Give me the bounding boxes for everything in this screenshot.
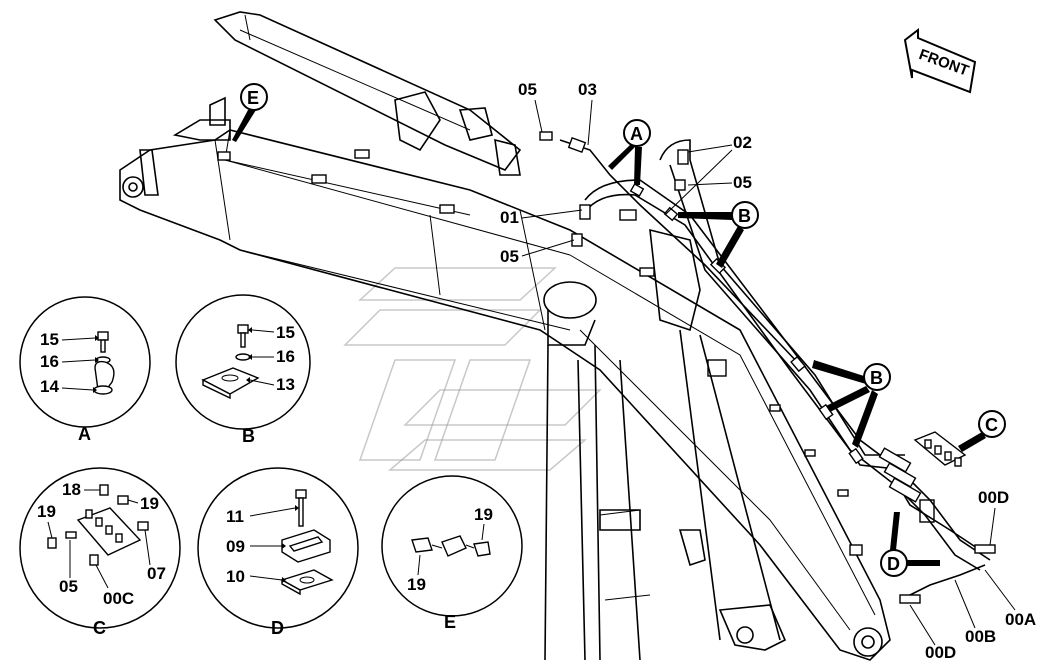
callout-e-main: E — [232, 83, 268, 142]
svg-text:E: E — [247, 88, 259, 108]
svg-text:10: 10 — [226, 567, 245, 586]
detail-a: 15 16 14 A — [19, 296, 151, 444]
detail-d-title: D — [271, 618, 284, 638]
label-00d-bottom: 00D — [925, 643, 956, 662]
detail-d: 11 09 10 D — [197, 467, 359, 638]
watermark-logo — [343, 267, 602, 471]
svg-text:19: 19 — [407, 575, 426, 594]
clamp-block-c — [913, 431, 967, 467]
detail-b: 15 16 13 B — [175, 294, 311, 446]
detail-c: 18 19 19 05 00C 07 C — [19, 467, 181, 638]
callout-b-main-2: B — [812, 360, 891, 448]
svg-text:18: 18 — [62, 480, 81, 499]
detail-e: 19 19 E — [381, 475, 523, 632]
svg-text:A: A — [630, 124, 643, 144]
callout-c-main: C — [958, 410, 1006, 452]
label-05a: 05 — [518, 80, 537, 99]
hydraulic-piping — [539, 131, 996, 604]
front-direction-arrow: FRONT — [903, 27, 977, 94]
svg-text:19: 19 — [140, 494, 159, 513]
svg-text:C: C — [985, 415, 998, 435]
label-00b: 00B — [965, 627, 996, 646]
label-00d-top: 00D — [978, 488, 1009, 507]
label-03: 03 — [578, 80, 597, 99]
svg-text:D: D — [887, 554, 900, 574]
svg-text:15: 15 — [276, 323, 295, 342]
svg-text:07: 07 — [147, 564, 166, 583]
detail-c-title: C — [93, 618, 106, 638]
boom-arm-assembly — [119, 11, 935, 661]
svg-text:11: 11 — [226, 507, 244, 526]
svg-text:15: 15 — [40, 330, 59, 349]
svg-text:13: 13 — [276, 375, 295, 394]
callout-d-main: D — [880, 512, 940, 577]
callout-a-main: A — [608, 119, 651, 185]
detail-a-title: A — [78, 424, 91, 444]
svg-text:05: 05 — [59, 577, 78, 596]
svg-text:19: 19 — [474, 505, 493, 524]
callout-b-main-1: B — [678, 201, 759, 268]
detail-b-title: B — [242, 426, 255, 446]
label-05c: 05 — [500, 247, 519, 266]
svg-text:19: 19 — [37, 502, 56, 521]
label-01: 01 — [500, 208, 519, 227]
detail-e-title: E — [444, 612, 456, 632]
svg-text:00C: 00C — [103, 589, 134, 608]
label-00a: 00A — [1005, 610, 1036, 629]
svg-text:B: B — [738, 206, 751, 226]
svg-text:B: B — [870, 368, 883, 388]
label-02: 02 — [733, 133, 752, 152]
svg-text:16: 16 — [40, 352, 59, 371]
main-part-labels: 05 03 02 05 01 05 00D 00A 00B 00D — [500, 80, 1036, 662]
svg-text:14: 14 — [40, 377, 59, 396]
svg-text:09: 09 — [226, 537, 245, 556]
svg-text:16: 16 — [276, 347, 295, 366]
label-05b: 05 — [733, 173, 752, 192]
